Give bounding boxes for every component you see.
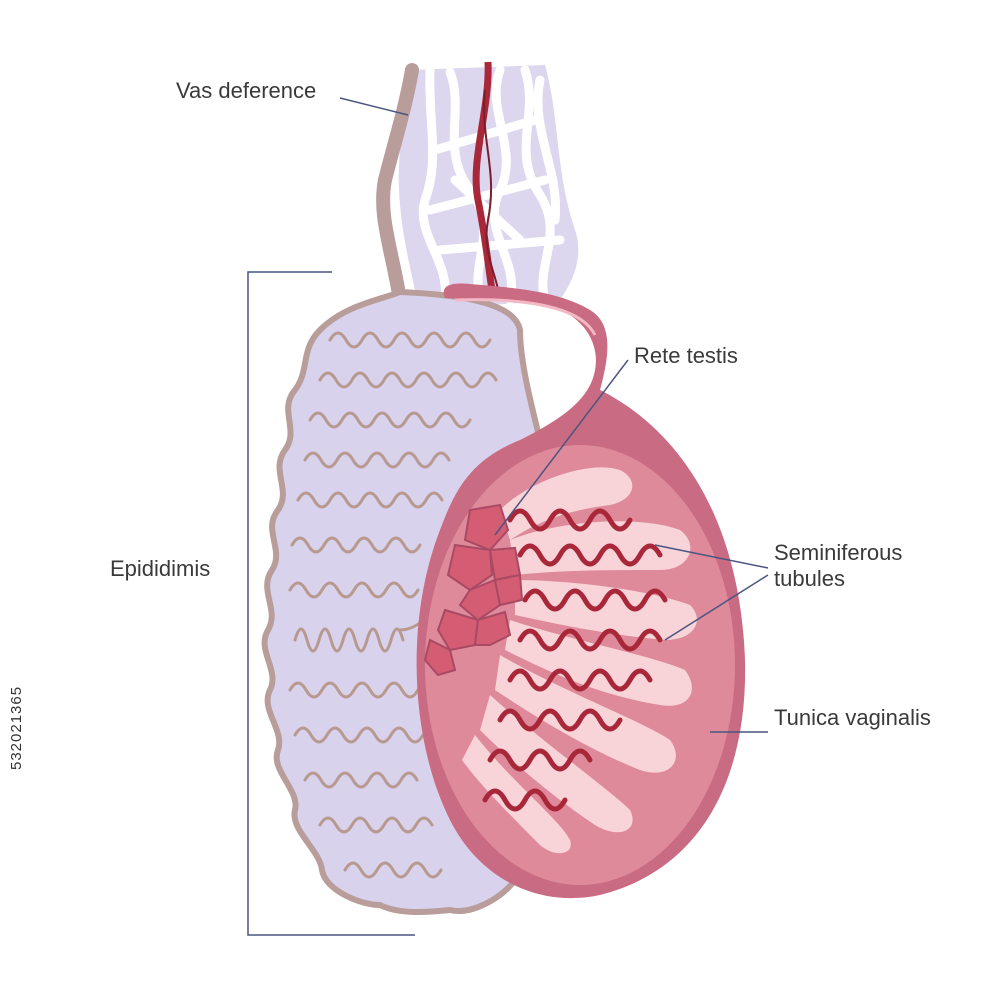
rete-cell (458, 578, 502, 622)
epididimis-bracket (247, 271, 415, 936)
rete-cell (423, 638, 457, 677)
pampiniform-plexus (418, 65, 565, 305)
lobule (505, 620, 692, 706)
rete-cell (493, 573, 524, 607)
label-seminiferous-line1: Seminiferous (774, 540, 903, 565)
tunica-inner-line (454, 298, 597, 336)
rete-cell (463, 503, 510, 552)
leader-lines (339, 97, 769, 733)
testicular-artery (472, 61, 496, 291)
lobule (462, 735, 571, 854)
semi-leader-1 (654, 544, 769, 569)
lobule (480, 695, 633, 833)
rete-cell (473, 610, 512, 646)
seminiferous-tubules (482, 508, 668, 812)
semi-leader-2 (664, 574, 769, 641)
label-vas-deference: Vas deference (176, 78, 317, 103)
label-tunica-vaginalis: Tunica vaginalis (774, 705, 931, 730)
cord-edge (376, 63, 419, 307)
label-epididimis: Epididimis (110, 556, 211, 581)
label-rete-testis: Rete testis (634, 343, 738, 368)
testicular-vein (483, 89, 499, 291)
rete-testis (423, 503, 524, 677)
label-seminiferous-line2: tubules (774, 566, 845, 591)
rete-cell (436, 608, 480, 652)
stock-image-id: 532021365 (8, 685, 25, 770)
label-seminiferous-tubules: Seminiferous tubules (774, 540, 902, 592)
rete-leader (494, 359, 629, 536)
vas-leader (339, 97, 409, 116)
rete-cell (446, 543, 494, 592)
